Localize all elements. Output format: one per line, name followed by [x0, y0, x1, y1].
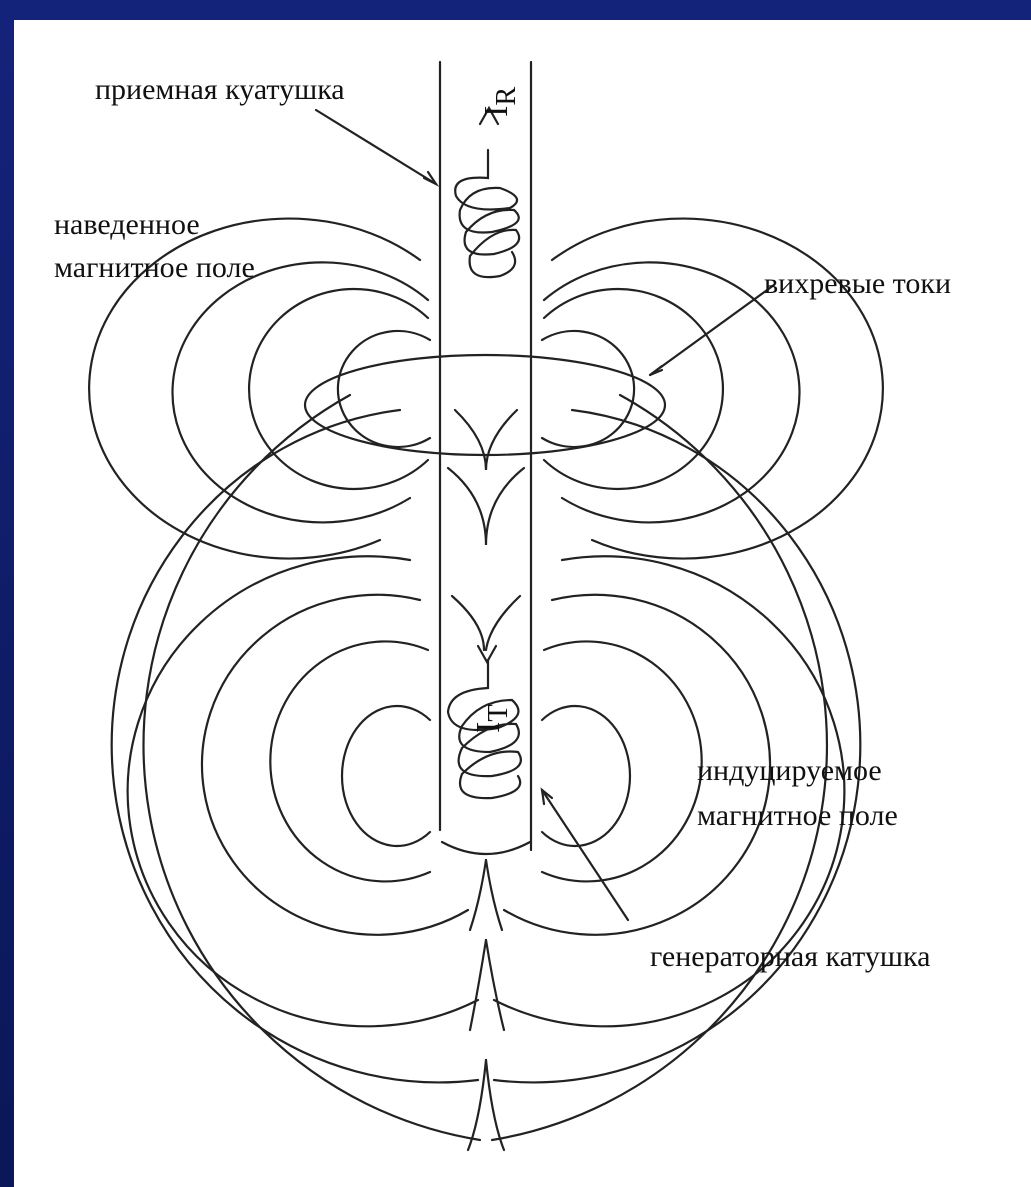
inducing-field-label-line2: магнитное поле: [697, 799, 898, 833]
inducing-field-left: [112, 395, 480, 1140]
eddy-current-ring: [305, 355, 665, 455]
receiver-current-subscript: R: [491, 87, 522, 106]
receiver-current-label: IR: [480, 87, 524, 117]
eddy-currents-label: вихревые токи: [764, 267, 951, 301]
induced-field-label-line1: наведенное: [54, 208, 200, 242]
receiver-coil-label: приемная куатушка: [95, 73, 345, 107]
transmitter-current-label: IT: [472, 704, 516, 733]
inducing-field-label-line1: индуцируемое: [697, 754, 882, 788]
transmitter-current-symbol: I: [470, 722, 507, 733]
tube-bottom: [442, 842, 530, 854]
transmitter-current-subscript: T: [483, 704, 514, 721]
generator-coil-label: генераторная катушка: [650, 940, 930, 974]
induced-field-label-line2: магнитное поле: [54, 251, 255, 285]
field-diagram: [14, 20, 1031, 1187]
receiver-current-symbol: I: [478, 106, 515, 117]
diagram-panel: приемная куатушка наведенное магнитное п…: [14, 20, 1031, 1187]
receiver-coil: [455, 150, 519, 277]
